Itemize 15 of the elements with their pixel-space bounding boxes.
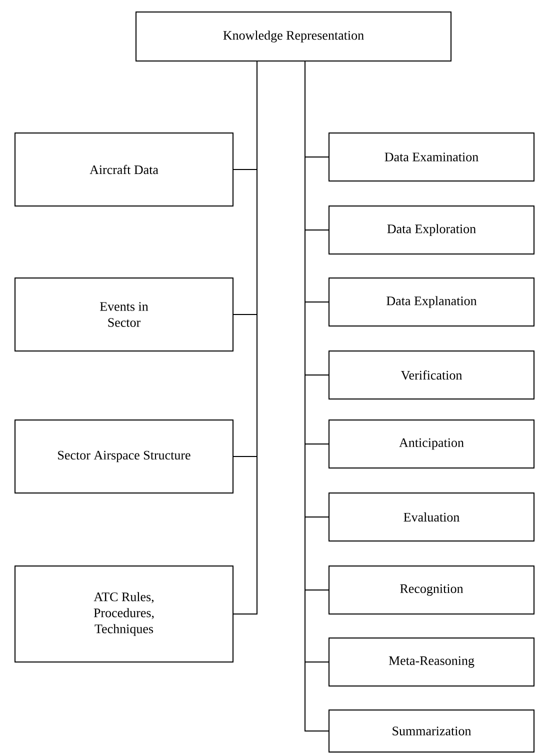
connector-line	[233, 61, 258, 614]
box: Aircraft Data	[14, 132, 234, 206]
box: Verification	[328, 350, 534, 400]
box: Summarization	[328, 710, 534, 752]
box: Anticipation	[328, 420, 534, 468]
box: Meta-Reasoning	[328, 638, 534, 686]
box: Data Explanation	[328, 278, 534, 326]
box: Data Examination	[328, 132, 534, 182]
box: ATC Rules, Procedures, Techniques	[14, 566, 234, 662]
box: Knowledge Representation	[136, 12, 452, 62]
box: Recognition	[328, 566, 534, 614]
box: Events in Sector	[14, 278, 234, 352]
box: Data Exploration	[328, 206, 534, 254]
box: Evaluation	[328, 492, 534, 542]
box: Sector Airspace Structure	[14, 420, 234, 494]
